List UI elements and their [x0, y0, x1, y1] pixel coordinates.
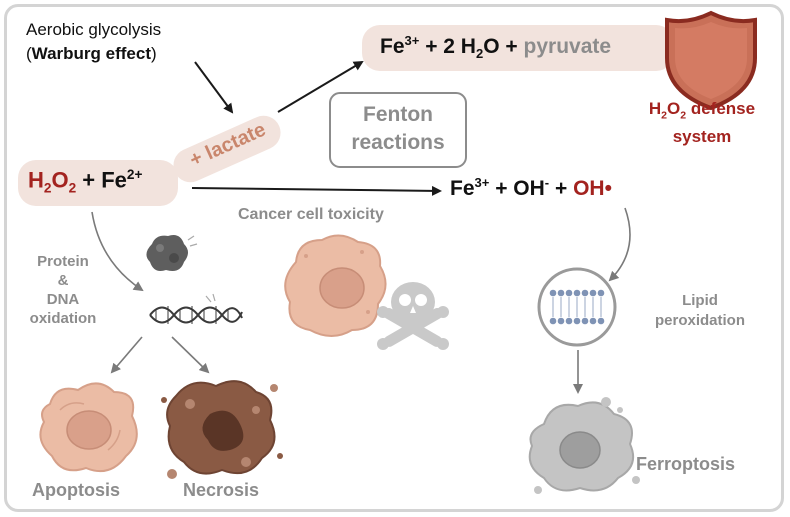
dna-helix-icon [149, 293, 243, 324]
reactant-sub: 2 [43, 180, 52, 196]
reactants-pill [18, 160, 178, 206]
ferroptosis-label: Ferroptosis [636, 454, 736, 474]
defense-h: H [648, 99, 662, 118]
warburg-bold: Warburg effect [31, 44, 151, 63]
pyruvate-text: pyruvate [523, 35, 612, 58]
apoptosis-cell-icon [39, 382, 138, 472]
arrow-dna-to-apoptosis [110, 336, 143, 374]
lipid-label: Lipid peroxidation [640, 291, 760, 331]
fenton-box [329, 92, 467, 168]
protein-line3: DNA [46, 291, 80, 308]
apoptosis-label: Apoptosis [32, 480, 120, 500]
fe-text: Fe [380, 35, 405, 58]
cancer-cell-icon [284, 234, 387, 337]
reactant-fe: + Fe [76, 167, 127, 193]
toxicity-label: Cancer cell toxicity [238, 206, 384, 223]
protein-line2: & [57, 272, 69, 289]
fenton-products-pill [362, 25, 674, 71]
radical-fe: Fe [450, 177, 475, 200]
necrosis-cell-icon [161, 380, 283, 479]
protein-icon [146, 235, 198, 271]
radical-plus: + [549, 177, 574, 200]
arrow-lactate-to-pyruvate [277, 60, 364, 113]
defense-o: O [667, 99, 681, 118]
water-prefix: + 2 H [419, 35, 476, 58]
fenton-products-equation: Fe3+ + 2 H2O + pyruvate [380, 33, 611, 61]
defense-word: defense [686, 99, 756, 118]
skull-crossbones-icon [377, 282, 449, 350]
water-sub: 2 [475, 46, 484, 62]
arrow-reactants-to-radicals [191, 185, 442, 196]
necrosis-label: Necrosis [183, 480, 260, 500]
oh-ion: + OH [489, 177, 545, 200]
reactant-h: H [28, 167, 44, 193]
defense-label: H2O2 defense system [626, 98, 778, 147]
warburg-label: (Warburg effect) [26, 44, 157, 64]
defense-line2: system [672, 127, 732, 147]
fenton-line2: reactions [351, 131, 445, 154]
paren-close: ) [151, 44, 157, 63]
water-suffix: O + [483, 35, 524, 58]
arrow-dna-to-necrosis [171, 336, 210, 374]
fe-charge: 3+ [404, 33, 420, 48]
hydroxyl-radical: OH• [573, 177, 612, 200]
glycolysis-line1: Aerobic glycolysis [26, 20, 162, 39]
ferroptosis-cell-icon [528, 397, 640, 494]
reactants-equation: H2O2 + Fe2+ [28, 167, 142, 196]
lipid-line1: Lipid [682, 292, 718, 309]
radical-products-equation: Fe3+ + OH- + OH• [450, 175, 612, 201]
diagram-frame [4, 4, 784, 512]
protein-line1: Protein [37, 253, 89, 270]
lipid-line2: peroxidation [654, 312, 745, 329]
arrow-reactants-to-dna [91, 211, 144, 292]
radical-fe-charge: 3+ [474, 175, 490, 190]
defense-sub: 2 [661, 109, 668, 122]
reactant-fe-charge: 2+ [126, 167, 143, 182]
protein-line4: oxidation [29, 310, 97, 327]
fenton-box-label: Fenton reactions [330, 101, 466, 157]
arrow-radical-to-lipid [608, 207, 631, 282]
fenton-line1: Fenton [363, 103, 433, 126]
defense-sub2: 2 [680, 109, 687, 122]
protein-dna-label: Protein & DNA oxidation [18, 252, 108, 328]
lipid-bilayer-icon [537, 267, 617, 347]
reactant-sub2: 2 [68, 180, 77, 196]
reactant-o: O [51, 167, 69, 193]
shield-icon [665, 10, 757, 111]
glycolysis-label: Aerobic glycolysis [26, 20, 161, 40]
paren-open: ( [26, 44, 32, 63]
arrow-glycolysis-to-lactate [194, 61, 234, 114]
oh-charge: - [544, 175, 550, 190]
